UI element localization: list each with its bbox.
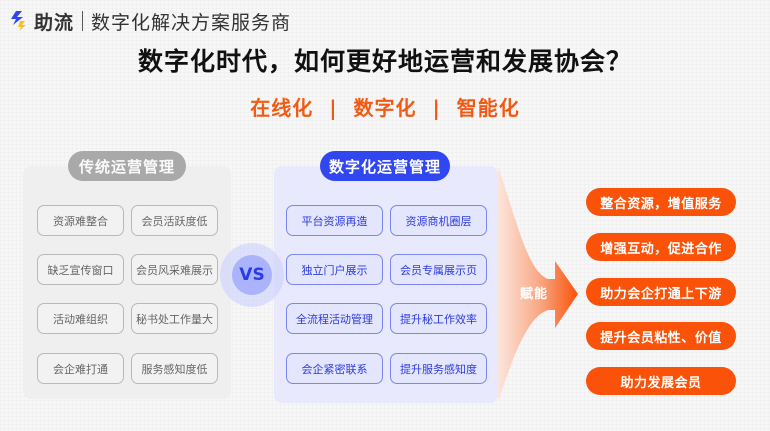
digital-item: 会员专属展示页 — [390, 254, 487, 285]
digital-item: 会企紧密联系 — [286, 353, 383, 384]
subtitle-item: 数字化 — [353, 96, 417, 120]
traditional-item: 缺乏宣传窗口 — [37, 254, 124, 285]
result-pill: 提升会员粘性、价值 — [586, 322, 736, 350]
subtitle-separator: | — [329, 96, 338, 120]
empower-label: 赋能 — [520, 287, 549, 302]
digital-item: 平台资源再造 — [286, 205, 383, 236]
traditional-item: 活动难组织 — [37, 303, 124, 334]
traditional-item: 资源难整合 — [37, 205, 124, 236]
traditional-item: 会员风采难展示 — [131, 254, 218, 285]
brand-logo: 助流 数字化解决方案服务商 — [8, 7, 291, 35]
traditional-item: 服务感知度低 — [131, 353, 218, 384]
page-title: 数字化时代，如何更好地运营和发展协会？ — [137, 47, 632, 76]
result-pill: 助力发展会员 — [586, 367, 736, 395]
digital-item: 资源商机圈层 — [390, 205, 487, 236]
subtitle: 在线化 | 数字化 | 智能化 — [0, 92, 770, 121]
result-pill: 整合资源，增值服务 — [586, 188, 736, 216]
subtitle-item: 智能化 — [456, 96, 520, 120]
digital-item: 全流程活动管理 — [286, 303, 383, 334]
traditional-item: 会员活跃度低 — [131, 205, 218, 236]
digital-title: 数字化运营管理 — [320, 151, 450, 181]
traditional-item: 会企难打通 — [37, 353, 124, 384]
digital-item: 独立门户展示 — [286, 254, 383, 285]
result-pill: 助力会企打通上下游 — [586, 278, 736, 306]
brand-slogan: 数字化解决方案服务商 — [91, 11, 292, 34]
subtitle-item: 在线化 — [250, 96, 314, 120]
traditional-item: 秘书处工作量大 — [131, 303, 218, 334]
traditional-title: 传统运营管理 — [68, 151, 186, 181]
subtitle-separator: | — [432, 96, 441, 120]
vs-badge: VS — [232, 255, 272, 295]
digital-item: 提升秘工作效率 — [390, 303, 487, 334]
logo-divider — [82, 11, 84, 31]
brand-name: 助流 — [34, 11, 75, 34]
empower-arrow-icon — [498, 166, 578, 402]
digital-item: 提升服务感知度 — [390, 353, 487, 384]
lightning-logo-icon — [11, 11, 26, 31]
result-pill: 增强互动，促进合作 — [586, 233, 736, 261]
